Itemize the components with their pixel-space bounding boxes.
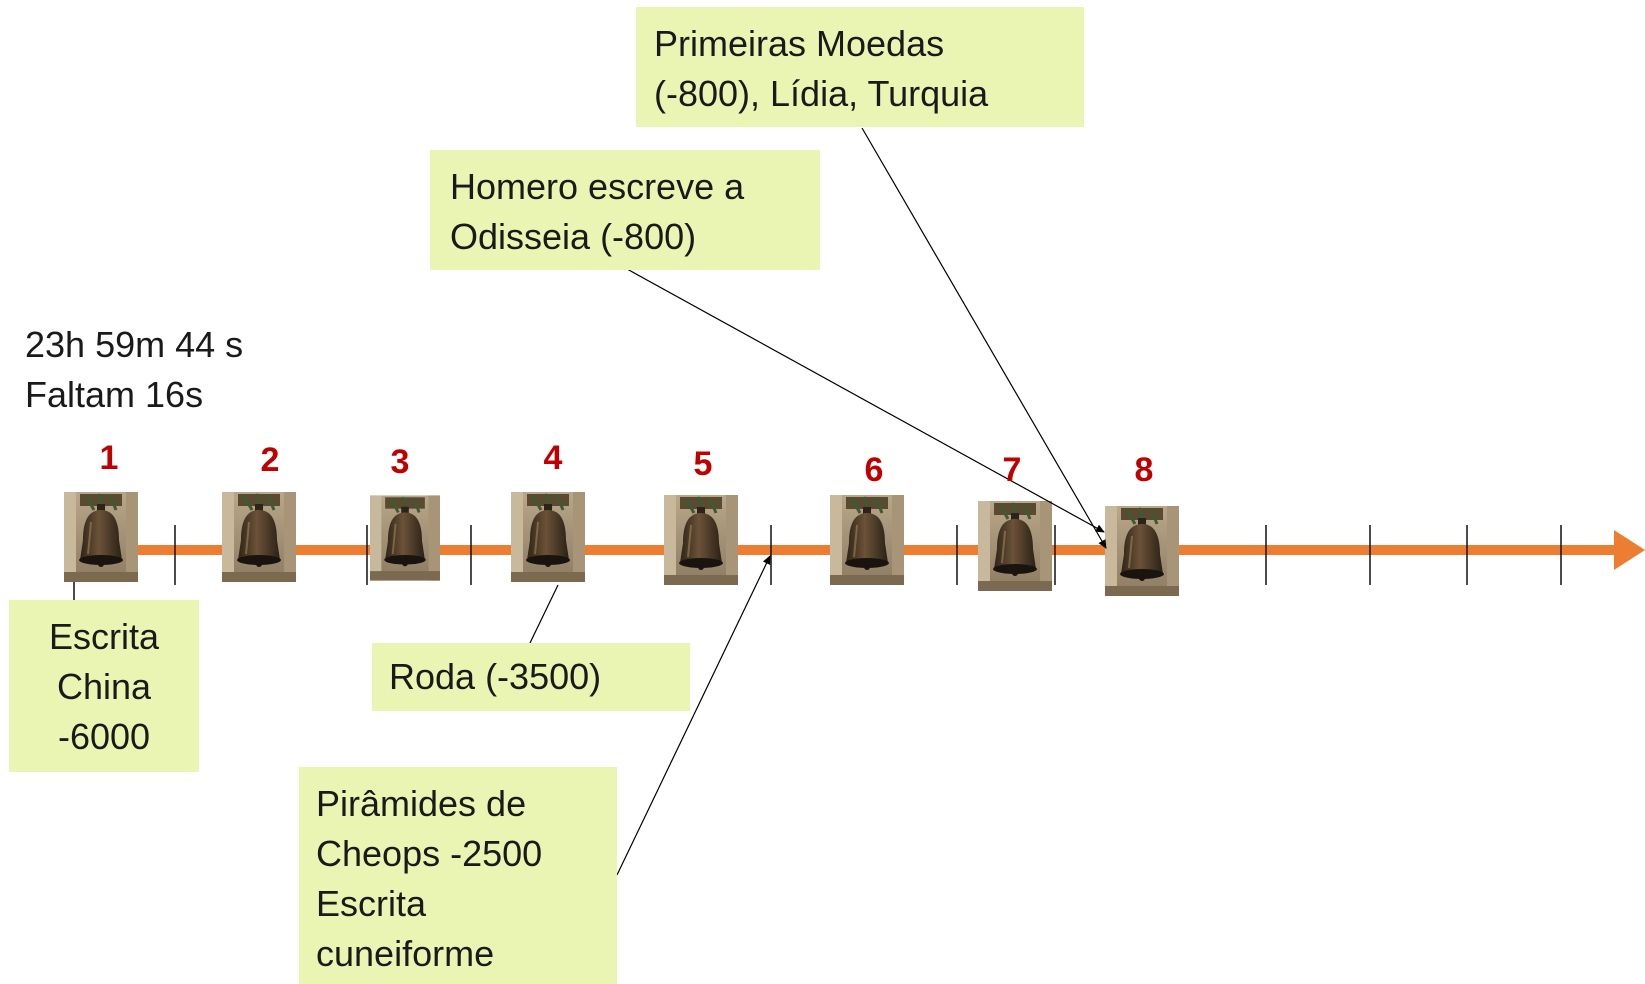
connector-piramides xyxy=(616,555,771,876)
bell-icon xyxy=(829,495,905,585)
event-text: cuneiforme xyxy=(316,933,495,974)
event-text: China xyxy=(56,666,152,707)
event-text: Roda (-3500) xyxy=(389,656,602,697)
event-text: Homero escreve a xyxy=(450,166,745,207)
event-box-roda: Roda (-3500) xyxy=(372,643,690,711)
marker-number: 4 xyxy=(543,439,563,477)
marker-number: 8 xyxy=(1134,451,1154,489)
event-text: Pirâmides de xyxy=(316,783,527,824)
marker-number: 7 xyxy=(1002,451,1022,489)
marker-number: 1 xyxy=(99,439,119,477)
event-text: Odisseia (-800) xyxy=(450,216,697,257)
event-text: -6000 xyxy=(57,716,151,757)
bell-icon xyxy=(511,492,585,582)
event-box-primeiras-moedas: Primeiras Moedas (-800), Lídia, Turquia xyxy=(636,7,1084,127)
bell-icon xyxy=(222,492,296,582)
bell-icon xyxy=(64,492,138,582)
connector-homero xyxy=(626,268,1105,533)
timeline-arrowhead xyxy=(1614,530,1645,570)
bell-icon xyxy=(370,495,440,581)
connector-roda xyxy=(529,584,559,644)
marker-number: 2 xyxy=(260,441,280,479)
timer-remaining: Faltam 16s xyxy=(25,374,204,415)
event-text: Escrita xyxy=(316,883,427,924)
timer-time: 23h 59m 44 s xyxy=(25,324,244,365)
event-box-piramides: Pirâmides de Cheops -2500 Escrita cuneif… xyxy=(299,767,617,984)
bell-icon xyxy=(978,500,1052,592)
marker-number: 5 xyxy=(693,445,713,483)
marker-number: 3 xyxy=(390,443,410,481)
connector-moedas xyxy=(861,127,1107,549)
bell-icon xyxy=(1105,505,1179,597)
event-text: Primeiras Moedas xyxy=(654,23,945,64)
event-text: Escrita xyxy=(48,616,160,657)
bell-icon xyxy=(664,495,738,585)
connector-lines xyxy=(529,127,1107,876)
timer-readout: 23h 59m 44 s Faltam 16s xyxy=(25,320,243,420)
marker-number: 6 xyxy=(864,451,884,489)
event-box-homero: Homero escreve a Odisseia (-800) xyxy=(430,150,820,270)
event-box-escrita-china: Escrita China -6000 xyxy=(9,600,199,772)
timeline-ticks xyxy=(73,525,1562,603)
event-text: Cheops -2500 xyxy=(316,833,543,874)
event-text: (-800), Lídia, Turquia xyxy=(654,73,989,114)
